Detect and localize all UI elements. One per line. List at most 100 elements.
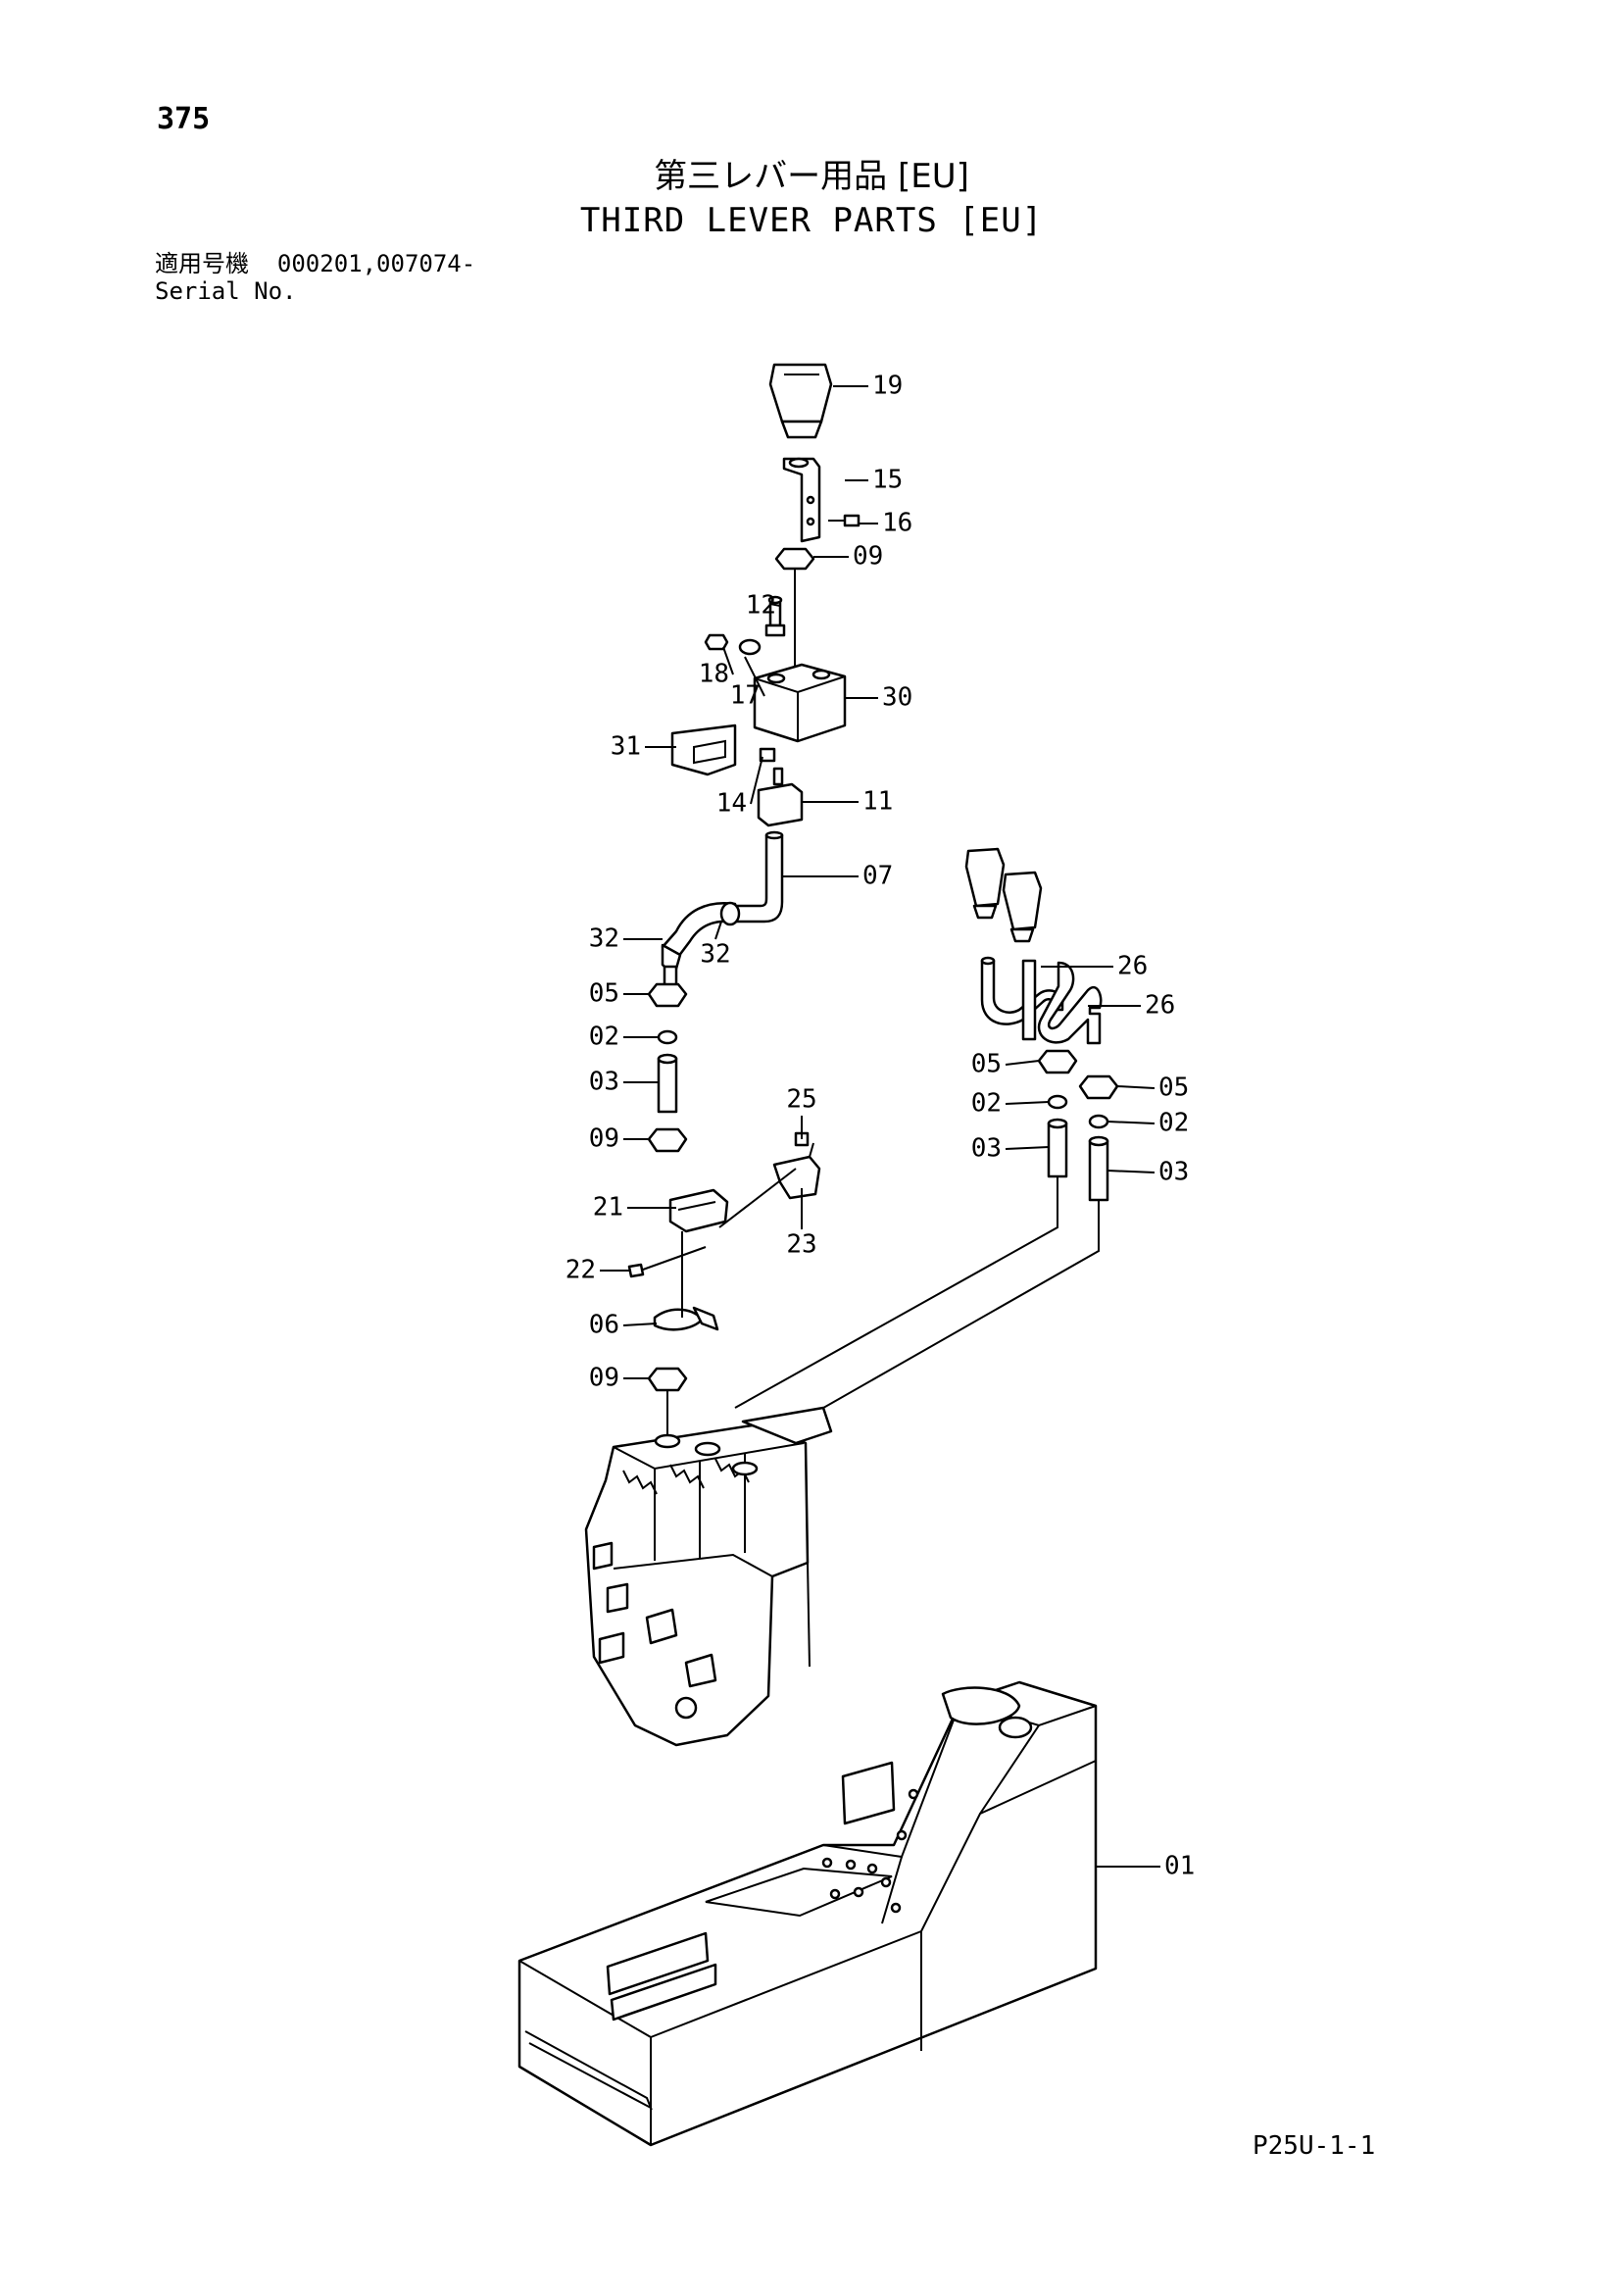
part-nut-09-left [647,1127,688,1153]
callout-label: 03 [971,1134,1002,1164]
part-plate-06 [653,1231,719,1331]
page-number: 375 [157,102,211,136]
callout-label: 02 [971,1089,1002,1119]
callout-32: 32 [589,924,663,954]
callout-06: 06 [589,1311,658,1340]
serial-info: 適用号機 000201,007074- Serial No. [155,250,475,305]
part-nut-05-right-a [1037,1049,1078,1074]
callout-label: 05 [1158,1073,1189,1103]
callout-label: 22 [566,1256,596,1285]
part-console-01 [517,1680,1098,2147]
callout-23: 23 [786,1188,817,1260]
callout-leader [750,756,763,805]
callout-leader [1005,1146,1050,1150]
callout-label: 09 [589,1364,619,1393]
callout-19: 19 [833,372,903,401]
callout-32: 32 [700,921,731,970]
part-cover-31 [670,724,737,776]
callout-05: 05 [589,979,649,1009]
callout-label: 32 [700,940,730,970]
callout-label: 05 [589,979,619,1009]
callout-17: 17 [730,656,765,711]
callout-label: 12 [746,591,776,621]
callout-30: 30 [845,683,912,713]
callout-02: 02 [589,1023,659,1052]
callout-22: 22 [566,1256,629,1285]
callout-leader [722,646,734,675]
part-tube-03-right-a [1047,1118,1068,1178]
callout-label: 23 [786,1230,816,1260]
part-switch-11 [757,767,804,827]
callout-leader [1107,1170,1156,1173]
callout-label: 26 [1117,952,1148,981]
callout-09: 09 [813,542,883,572]
title-japanese: 第三レバー用品 [EU] [654,157,969,196]
callout-label: 11 [862,787,893,817]
callout-07: 07 [782,862,893,891]
part-tube-03-left [657,1053,678,1114]
part-control-valve [584,1406,833,1747]
part-ring-02-left [657,1029,678,1045]
part-bracket-23 [718,1142,821,1228]
callout-label: 21 [593,1193,623,1223]
part-washer-17 [738,638,762,656]
callout-leader [769,603,781,607]
callout-05: 05 [1116,1073,1189,1103]
callout-11: 11 [802,787,893,817]
serial-line-jp: 適用号機 000201,007074- [155,250,475,277]
footer-code: P25U-1-1 [1253,2131,1376,2161]
rod-line-b [767,1200,1100,1440]
part-mount-block [753,663,847,743]
callout-label: 15 [872,466,903,495]
callout-label: 07 [862,862,893,891]
callout-leader [1116,1085,1156,1089]
callout-31: 31 [611,732,676,762]
callout-18: 18 [699,646,734,689]
callout-leader [1107,1121,1156,1124]
callout-label: 02 [589,1023,619,1052]
callout-label: 09 [853,542,883,572]
callout-label: 09 [589,1124,619,1154]
part-bolt-22 [627,1246,707,1278]
callout-leader [1005,1101,1050,1105]
callout-03: 03 [589,1068,659,1097]
serial-label-en: Serial No. [155,277,297,305]
callout-label: 06 [589,1311,619,1340]
callout-25: 25 [786,1085,817,1139]
serial-values: 000201,007074- [276,250,476,277]
callout-label: 05 [971,1050,1002,1079]
callout-label: 02 [1158,1109,1189,1138]
callout-label: 31 [611,732,641,762]
callout-label: 19 [872,372,903,401]
rod-line-a [734,1176,1058,1409]
callout-16: 16 [859,509,912,538]
part-nut-05-right-b [1078,1074,1119,1100]
part-lever-07 [661,830,784,988]
part-nut-09-lower [647,1367,688,1392]
callout-01: 01 [1096,1852,1195,1881]
callout-leader [744,656,765,697]
callout-12: 12 [746,591,781,621]
callout-label: 32 [589,924,619,954]
callout-label: 25 [786,1085,816,1115]
callout-leader [622,1323,658,1326]
part-tube-03-right-b [1088,1135,1109,1202]
callout-26: 26 [1041,952,1148,981]
part-ring-02-right-a [1047,1094,1068,1110]
callout-label: 18 [699,660,729,689]
part-bolt-16 [828,514,861,527]
callout-leader [714,921,722,940]
callout-15: 15 [845,466,903,495]
callout-02: 02 [1107,1109,1189,1138]
part-pin-12 [764,595,786,637]
callout-05: 05 [971,1050,1040,1079]
callout-09: 09 [589,1364,649,1393]
callout-02: 02 [971,1089,1050,1119]
part-nut-upper [774,547,815,571]
part-ring-02-right-b [1088,1114,1109,1129]
callout-label: 17 [730,681,761,711]
callout-label: 14 [716,789,747,819]
